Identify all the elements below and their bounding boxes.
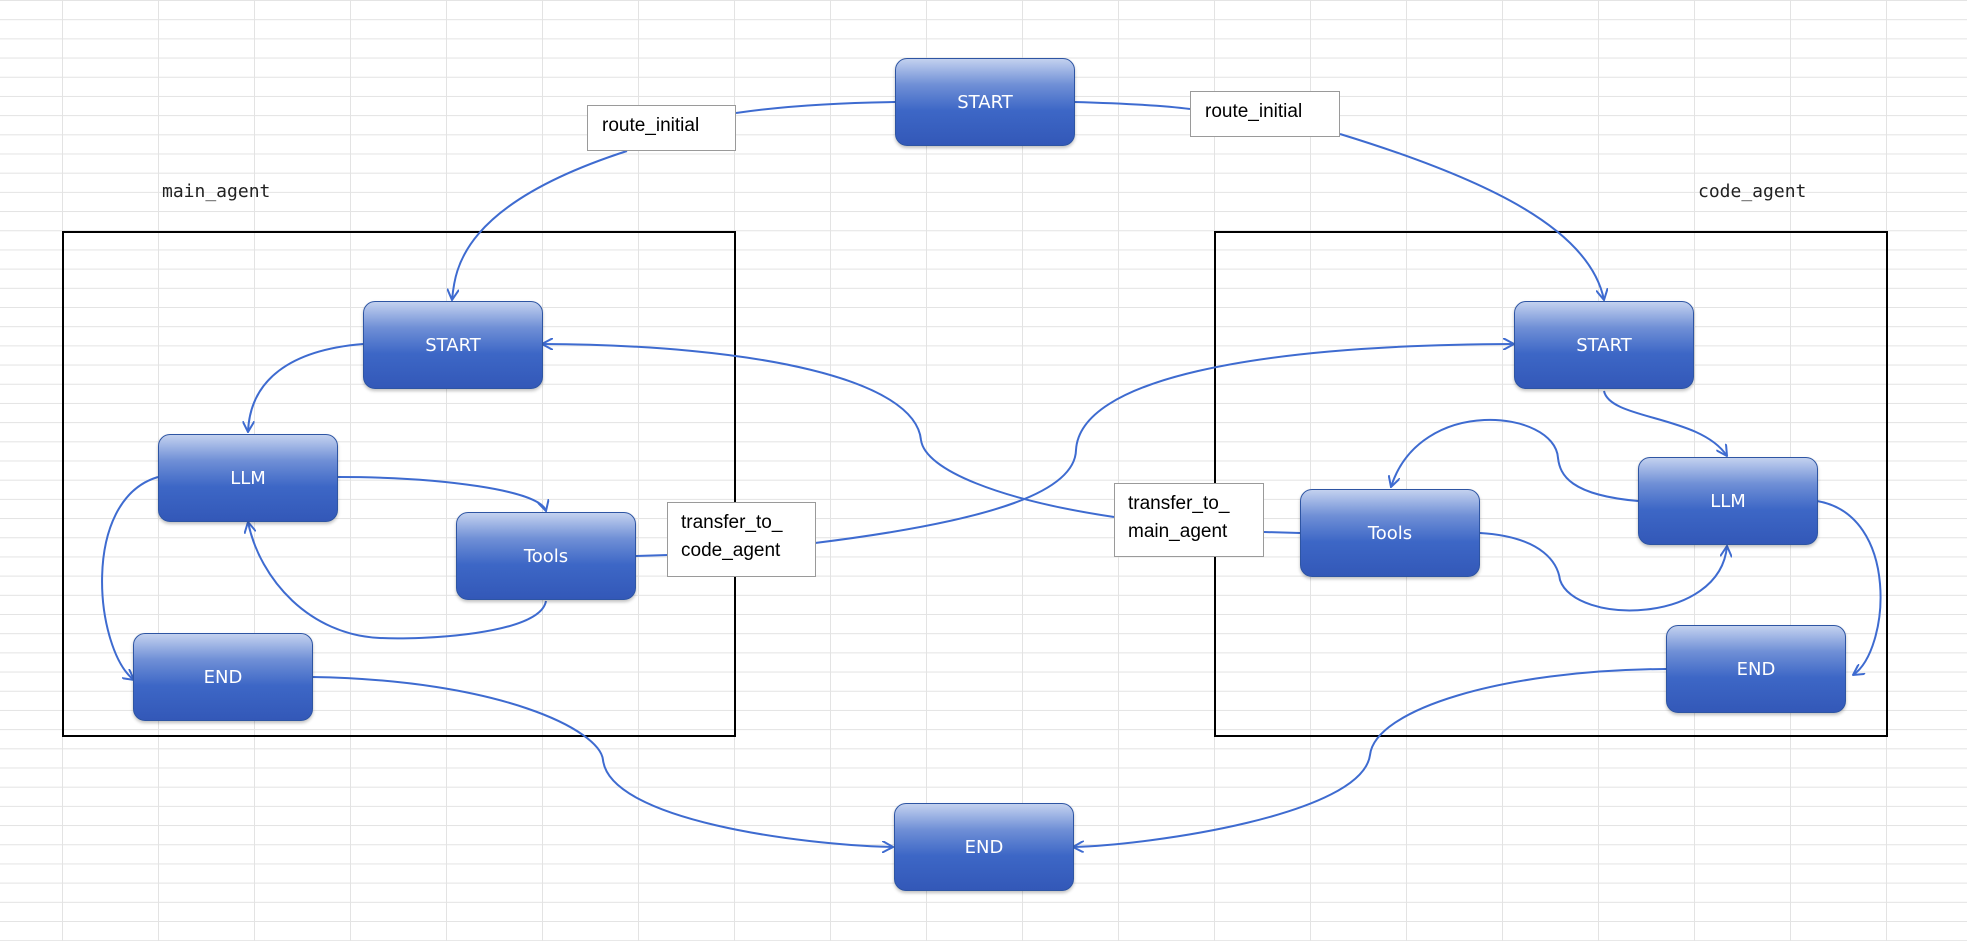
code-start-node[interactable]: START (1514, 301, 1694, 389)
main-start-node[interactable]: START (363, 301, 543, 389)
code-llm-node[interactable]: LLM (1638, 457, 1818, 545)
main-agent-label: main_agent (162, 181, 271, 202)
transfer-to-main-agent-label: transfer_to_ main_agent (1114, 483, 1264, 557)
bottom-end-node[interactable]: END (894, 803, 1074, 891)
route-initial-left-label: route_initial (587, 105, 736, 151)
main-end-node[interactable]: END (133, 633, 313, 721)
code-end-node[interactable]: END (1666, 625, 1846, 713)
code-agent-label: code_agent (1698, 181, 1807, 202)
route-initial-right-label: route_initial (1190, 91, 1340, 137)
top-start-node[interactable]: START (895, 58, 1075, 146)
main-tools-node[interactable]: Tools (456, 512, 636, 600)
code-tools-node[interactable]: Tools (1300, 489, 1480, 577)
main-llm-node[interactable]: LLM (158, 434, 338, 522)
transfer-to-code-agent-label: transfer_to_ code_agent (667, 502, 816, 577)
